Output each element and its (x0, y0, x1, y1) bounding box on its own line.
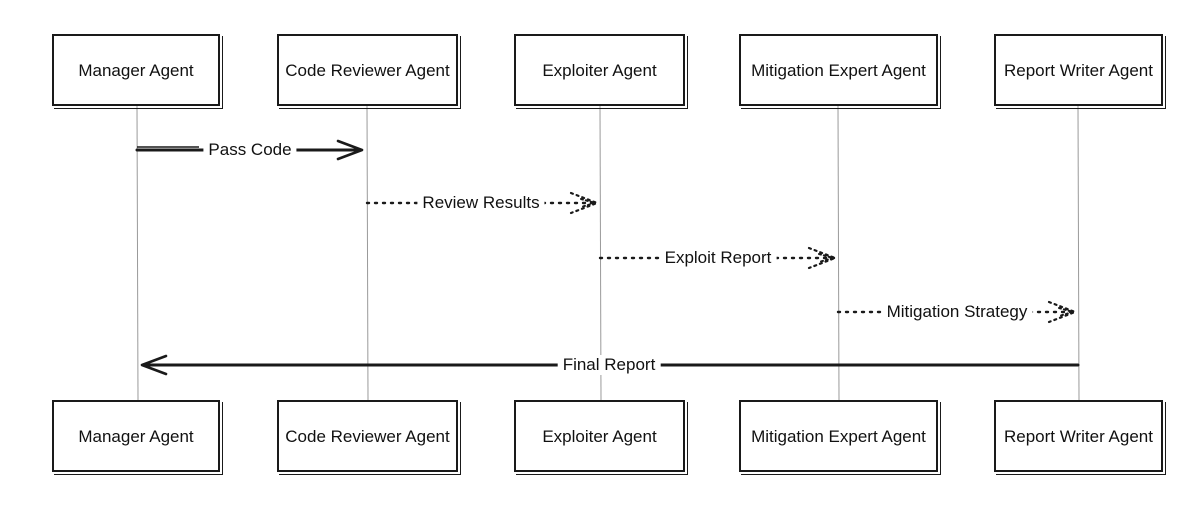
participant-label: Report Writer Agent (1004, 60, 1153, 80)
message-label-2: Review Results (417, 193, 545, 213)
participant-box-exploiter-top: Exploiter Agent (514, 34, 685, 106)
participant-box-reviewer-bottom: Code Reviewer Agent (277, 400, 458, 472)
participant-label: Manager Agent (78, 426, 194, 446)
participant-box-mitigation-top: Mitigation Expert Agent (739, 34, 938, 106)
participant-label: Exploiter Agent (542, 60, 657, 80)
lifeline-writer (1077, 105, 1080, 401)
participant-label: Code Reviewer Agent (285, 60, 450, 80)
message-arrow-4 (836, 300, 1079, 324)
message-label-3: Exploit Report (659, 248, 777, 268)
participant-box-reviewer-top: Code Reviewer Agent (277, 34, 458, 106)
participant-label: Mitigation Expert Agent (751, 426, 926, 446)
participant-box-writer-bottom: Report Writer Agent (994, 400, 1163, 472)
participant-box-manager-bottom: Manager Agent (52, 400, 220, 472)
participant-label: Mitigation Expert Agent (751, 60, 926, 80)
message-arrow-3 (598, 246, 839, 270)
participant-label: Report Writer Agent (1004, 426, 1153, 446)
participant-box-mitigation-bottom: Mitigation Expert Agent (739, 400, 938, 472)
participant-box-writer-top: Report Writer Agent (994, 34, 1163, 106)
lifeline-manager (136, 105, 139, 401)
participant-box-exploiter-bottom: Exploiter Agent (514, 400, 685, 472)
participant-label: Manager Agent (78, 60, 194, 80)
lifeline-mitigation (837, 105, 840, 401)
lifeline-exploiter (599, 105, 602, 401)
lifeline-reviewer (366, 105, 369, 401)
participant-label: Code Reviewer Agent (285, 426, 450, 446)
participant-label: Exploiter Agent (542, 426, 657, 446)
message-label-1: Pass Code (203, 140, 297, 160)
message-label-4: Mitigation Strategy (881, 302, 1033, 322)
participant-box-manager-top: Manager Agent (52, 34, 220, 106)
message-label-5: Final Report (557, 355, 661, 375)
